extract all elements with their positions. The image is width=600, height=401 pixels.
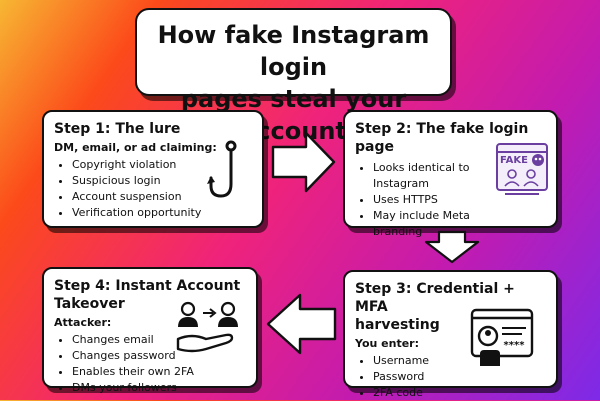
step-3-title-line-1: Step 3: Credential + MFA: [355, 281, 515, 315]
step-3-card: Step 3: Credential + MFA harvesting You …: [343, 270, 558, 399]
step-1-item: Verification opportunity: [72, 205, 252, 221]
title-card: How fake Instagram login pages steal you…: [135, 8, 452, 145]
step-2-item: May include Meta branding: [373, 208, 546, 240]
step-2-item-text: branding: [373, 225, 423, 238]
step-4-subtitle: Attacker:: [54, 316, 112, 329]
step-2-title-line-2: page: [355, 139, 394, 155]
account-handover-icon: [176, 301, 238, 353]
step-1-list: Copyright violation Suspicious login Acc…: [54, 157, 252, 221]
step-3-title-line-2: harvesting: [355, 317, 440, 333]
step-4-item: Changes password: [72, 348, 246, 364]
step-3-item: 2FA code: [373, 385, 546, 401]
step-4-card: Step 4: Instant Account Takeover Attacke…: [42, 267, 258, 394]
step-1-subtitle: DM, email, or ad claiming:: [54, 141, 217, 154]
step-2-card: Step 2: The fake login page Looks identi…: [343, 110, 558, 238]
step-2-item-text: May include Meta: [373, 209, 470, 222]
step-1-title: Step 1: The lure: [54, 121, 181, 137]
credential-form-icon: ****: [470, 308, 534, 366]
step-1-card: Step 1: The lure DM, email, or ad claimi…: [42, 110, 264, 228]
step-2-item-text: Instagram: [373, 177, 429, 190]
step-2-item: Looks identical to Instagram: [373, 160, 546, 192]
step-2-item: Uses HTTPS: [373, 192, 546, 208]
step-1-item: Account suspension: [72, 189, 252, 205]
step-1-item: Suspicious login: [72, 173, 252, 189]
arrow-down-icon: [424, 230, 480, 264]
step-3-item: Password: [373, 369, 546, 385]
step-2-item-text: Looks identical to: [373, 161, 470, 174]
arrow-right-icon: [271, 131, 336, 193]
step-2-title-line-1: Step 2: The fake login: [355, 121, 529, 137]
step-3-item: Username: [373, 353, 546, 369]
arrow-left-icon: [266, 293, 337, 355]
step-1-item: Copyright violation: [72, 157, 252, 173]
fishing-hook-icon: [207, 140, 237, 198]
step-2-list: Looks identical to Instagram Uses HTTPS …: [355, 160, 546, 240]
step-4-item: DMs your followers: [72, 380, 246, 396]
fake-page-icon: FAKE: [496, 143, 548, 195]
step-4-item: Enables their own 2FA: [72, 364, 246, 380]
step-3-list: Username Password 2FA code: [355, 353, 546, 401]
fake-page-icon-label: FAKE: [500, 155, 528, 166]
step-4-item: Changes email: [72, 332, 246, 348]
step-4-list: Changes email Changes password Enables t…: [54, 332, 246, 396]
credential-form-icon-label: ****: [504, 340, 526, 351]
step-4-title-line-2: Takeover: [54, 296, 125, 312]
step-3-subtitle: You enter:: [355, 337, 420, 350]
title-line-1: How fake Instagram login: [157, 21, 430, 81]
step-4-title-line-1: Step 4: Instant Account: [54, 278, 241, 294]
